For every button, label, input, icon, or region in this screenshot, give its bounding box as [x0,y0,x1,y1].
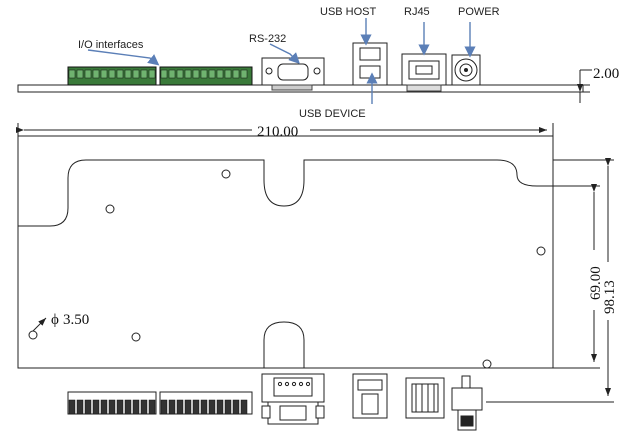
terminal-pin [92,69,100,79]
dim-width: 210.00 [257,124,298,140]
board-outline [17,135,554,369]
terminal-pin [140,399,148,415]
bottom-io-terminals [67,391,253,415]
dim-inner-height: 69.00 [588,266,604,300]
power-jack-top [451,375,483,431]
dim-thickness: 2.00 [593,66,619,82]
terminal-pin [76,399,84,415]
terminal-pin [192,69,200,79]
callout-arrows [87,18,476,104]
terminal-pin [148,399,156,415]
terminal-pin [176,399,184,415]
terminal-pin [216,69,224,79]
terminal-pin [132,399,140,415]
terminal-pin [224,399,232,415]
terminal-pin [68,399,76,415]
terminal-pin [224,69,232,79]
hole [28,330,38,340]
dim-hole: 3.50 [63,312,89,328]
rs232-side [261,57,325,91]
terminal-pin [84,69,92,79]
terminal-pin [100,69,108,79]
terminal-pin [192,399,200,415]
terminal-pin [124,399,132,415]
hole-dimension: ϕ 3.50 [32,312,89,332]
rs232-pin [277,381,283,387]
terminal-pin [184,399,192,415]
io-terminal-pins-bottom [68,399,248,415]
terminal-pin [168,69,176,79]
terminal-pin [116,69,124,79]
rs232-pin [284,381,290,387]
terminal-pin [200,69,208,79]
label-io-interfaces: I/O interfaces [78,39,144,51]
hole [536,246,546,256]
dim-height: 98.13 [602,280,618,314]
terminal-pin [116,399,124,415]
terminal-pin [84,399,92,415]
terminal-pin [108,399,116,415]
io-terminal-pins [68,69,248,79]
terminal-pin [216,399,224,415]
usb-top [352,373,388,419]
terminal-pin [168,399,176,415]
terminal-pin [108,69,116,79]
terminal-pin [240,69,248,79]
hole [482,359,492,369]
terminal-pin [176,69,184,79]
terminal-pin [200,399,208,415]
terminal-pin [240,399,248,415]
hole-symbol: ϕ [51,312,59,328]
power-jack-side [451,54,481,86]
usb-side [352,42,388,86]
hole [131,332,141,342]
terminal-pin [208,399,216,415]
thickness-dimension [555,69,592,103]
width-dimension: 210.00 [16,123,554,160]
terminal-pin [148,69,156,79]
rs232-pin [298,381,304,387]
terminal-pin [76,69,84,79]
label-rj45: RJ45 [404,6,430,18]
terminal-pin [232,69,240,79]
io-terminal-block [67,66,253,86]
hole [221,169,231,179]
label-rs232: RS-232 [249,33,286,45]
terminal-pin [160,399,168,415]
terminal-pin [68,69,76,79]
terminal-pin [124,69,132,79]
label-usb-device: USB DEVICE [299,108,366,120]
terminal-pin [92,399,100,415]
terminal-pin [132,69,140,79]
label-power: POWER [458,6,500,18]
terminal-pin [100,399,108,415]
rj45-top [405,377,445,419]
terminal-pin [184,69,192,79]
terminal-pin [232,399,240,415]
rs232-pin [305,381,311,387]
height-dimensions: 69.00 98.13 [486,158,618,403]
rj45-side [401,53,447,92]
terminal-pin [160,69,168,79]
side-view [17,42,592,103]
rs232-pin [291,381,297,387]
terminal-pin [140,69,148,79]
label-usb-host: USB HOST [320,6,377,18]
mounting-holes [28,169,546,369]
rs232-top [261,373,325,425]
hole [105,204,115,214]
terminal-pin [208,69,216,79]
